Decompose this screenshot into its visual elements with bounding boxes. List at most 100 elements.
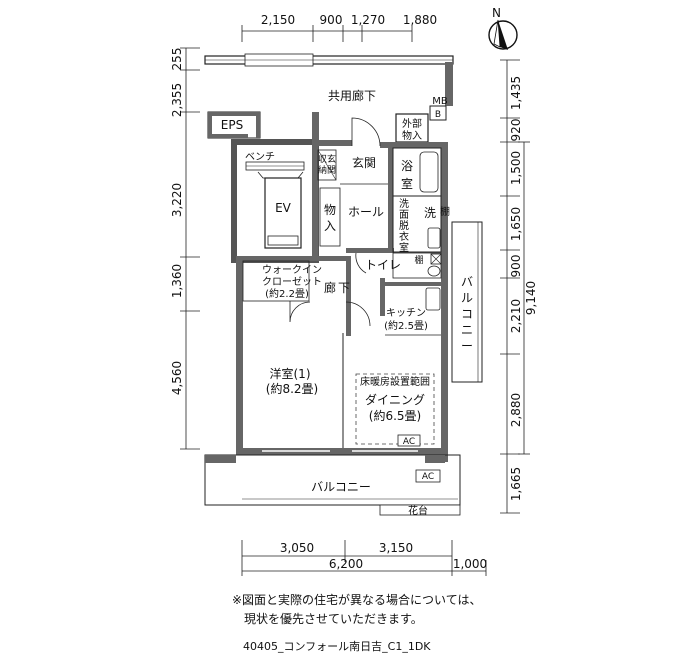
side-balcony-label-2: ル <box>461 291 473 305</box>
planter-label: 花台 <box>408 504 428 517</box>
dim-left-5: 4,560 <box>170 361 184 395</box>
entrance-door <box>351 117 381 147</box>
shoe-label-1: 収玄 <box>318 153 336 165</box>
washbasin <box>427 227 441 249</box>
dimension-right <box>500 59 530 514</box>
shoe-label-2: 納関 <box>318 164 336 176</box>
shelf-label: 棚 <box>440 205 450 218</box>
balcony-end-right <box>425 455 445 463</box>
dim-right-3: 1,500 <box>509 151 523 185</box>
toilet-label: トイレ <box>365 258 401 272</box>
toilet-shelf-x2 <box>430 253 442 265</box>
dim-bottom-1: 3,050 <box>280 541 314 555</box>
dim-right-6: 2,210 <box>509 299 523 333</box>
mb-label: MB <box>432 96 448 107</box>
side-balcony-label-4: ニ <box>461 323 473 337</box>
storage-box <box>319 187 341 247</box>
corridor-end-post <box>445 62 453 106</box>
washroom-label-5: 室 <box>399 241 409 254</box>
toilet-shelf-box <box>430 253 442 265</box>
note-line-1: ※図面と実際の住宅が異なる場合については、 <box>232 593 482 607</box>
mb-b-label: B <box>435 110 441 120</box>
ac-label-outdoor: AC <box>422 472 434 482</box>
bathtub <box>419 151 439 193</box>
western-room-label-2: (約8.2畳) <box>266 381 318 396</box>
ext-storage-label-2: 物入 <box>402 129 422 142</box>
dim-bottom-extra: 1,000 <box>453 557 487 571</box>
ac-unit-indoor <box>397 434 421 447</box>
dim-left-1: 255 <box>170 48 184 71</box>
eps-label: EPS <box>221 118 243 132</box>
walk-in-closet <box>242 260 310 302</box>
dim-top-1: 2,150 <box>261 13 295 27</box>
side-balcony-label-3: コ <box>461 307 473 321</box>
kitchen-sink <box>425 287 441 311</box>
disclaimer-note: ※図面と実際の住宅が異なる場合については、 現状を優先させていただきます。 <box>232 591 481 629</box>
toilet-room <box>392 252 442 279</box>
bottom-balcony <box>204 454 461 506</box>
bath-label-2: 室 <box>401 176 413 191</box>
bench-label: ベンチ <box>245 151 275 163</box>
note-line-2: 現状を優先させていただきます。 <box>232 612 423 626</box>
entrance-label: 玄関 <box>352 155 376 170</box>
dim-right-7: 2,880 <box>509 393 523 427</box>
dim-top-3: 1,270 <box>351 13 385 27</box>
toilet-shelf-label: 棚 <box>414 254 423 266</box>
shoe-storage <box>317 149 337 181</box>
ac-unit-outdoor <box>415 469 441 483</box>
washroom <box>392 195 442 253</box>
dim-right-8: 1,665 <box>509 467 523 501</box>
dimension-left <box>180 47 200 450</box>
wic-door <box>289 301 311 323</box>
side-balcony-label-5: ー <box>461 339 473 353</box>
washroom-label-3: 脱 <box>399 219 409 232</box>
dim-right-2: 920 <box>509 119 523 142</box>
bath-label-1: 浴 <box>401 159 413 173</box>
unit-walls <box>236 112 448 462</box>
kitchen-label-1: キッチン <box>386 307 426 319</box>
compass-north-label: N <box>492 6 501 20</box>
ac-label-indoor: AC <box>403 437 415 447</box>
floor-heating-area <box>355 373 435 445</box>
wic-label-3: (約2.2畳) <box>265 287 309 300</box>
corridor-rail <box>204 53 454 67</box>
dim-bottom-2: 3,150 <box>379 541 413 555</box>
washroom-label-1: 洗 <box>399 198 409 210</box>
kitchen-label-2: (約2.5畳) <box>384 319 428 332</box>
side-balcony-label-1: バ <box>461 275 473 289</box>
dimension-bottom <box>241 540 487 576</box>
dim-left-3: 3,220 <box>170 183 184 217</box>
shoe-storage-diag <box>317 149 337 181</box>
washroom-label-4: 衣 <box>399 230 409 243</box>
dim-top-2: 900 <box>320 13 343 27</box>
dim-left-2: 2,355 <box>170 83 184 117</box>
toilet-bowl <box>427 265 441 277</box>
dim-right-1: 1,435 <box>509 76 523 110</box>
dining-label-1: ダイニング <box>365 392 425 407</box>
plan-caption: 40405_コンフォール南日吉_C1_1DK <box>243 640 431 653</box>
ev-door <box>257 171 304 179</box>
dim-top-4: 1,880 <box>403 13 437 27</box>
dining-label-2: (約6.5畳) <box>369 408 421 423</box>
balcony-end-left <box>205 455 236 463</box>
eps-box <box>207 111 261 139</box>
dim-right-total: 9,140 <box>524 281 538 315</box>
wic-label-1: ウォークイン <box>262 264 322 276</box>
dimension-top <box>241 25 413 42</box>
hallway-label-1: 廊 <box>324 280 336 295</box>
bottom-balcony-label: バルコニー <box>311 480 371 494</box>
toilet-door <box>355 252 367 274</box>
ext-storage-label-1: 外部 <box>402 117 422 130</box>
corridor-label: 共用廊下 <box>328 88 376 103</box>
compass <box>488 19 518 50</box>
side-balcony <box>451 221 483 383</box>
hall-label: ホール <box>348 205 384 219</box>
wic-label-2: クローゼット <box>262 276 322 288</box>
floor-heating-label: 床暖房設置範囲 <box>360 375 430 388</box>
western-room-label-1: 洋室(1) <box>270 366 311 381</box>
ev-label: EV <box>275 201 292 215</box>
storage-label-1: 物 <box>324 203 336 217</box>
dim-right-5: 900 <box>509 255 523 278</box>
hallway-label-2: 下 <box>338 281 350 295</box>
